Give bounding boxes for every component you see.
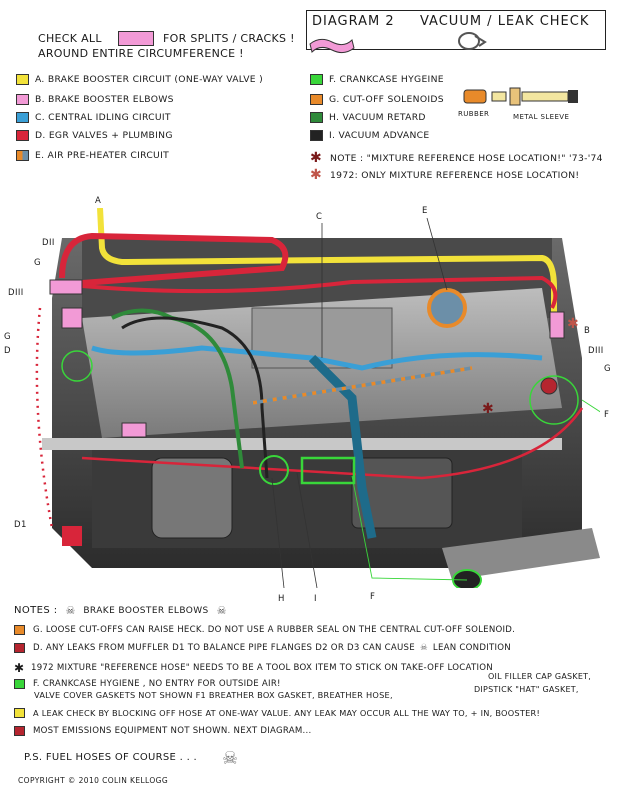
sleeve-illustration	[463, 87, 578, 106]
check-text-1: CHECK ALL	[38, 32, 102, 45]
skull-icon: ☠	[419, 643, 428, 653]
clamp-icon	[458, 32, 487, 50]
label-d3-left: DIII	[8, 288, 24, 298]
note-emissions: MOST EMISSIONS EQUIPMENT NOT SHOWN. NEXT…	[14, 726, 312, 736]
label-g-left: G	[4, 332, 11, 342]
pink-swatch	[118, 31, 154, 46]
legend-swatch	[16, 112, 29, 123]
star-icon: ✱	[310, 167, 323, 183]
note-swatch	[14, 726, 25, 736]
note-d: D. ANY LEAKS FROM MUFFLER D1 TO BALANCE …	[14, 643, 511, 653]
label-d3-right: DIII	[588, 346, 604, 356]
legend-d: D. EGR VALVES + PLUMBING	[16, 130, 173, 141]
pink-hose-icon	[309, 38, 355, 54]
svg-text:✱: ✱	[567, 316, 579, 332]
skull-icon: ☠	[222, 748, 239, 769]
legend-swatch	[310, 112, 323, 123]
note-g: G. LOOSE CUT-OFFS CAN RAISE HECK. DO NOT…	[14, 625, 515, 635]
label-g-top-left: G	[34, 258, 41, 268]
rubber-label: RUBBER	[458, 110, 490, 118]
legend-b: B. BRAKE BOOSTER ELBOWS	[16, 94, 174, 105]
note-star: ✱ 1972 MIXTURE "REFERENCE HOSE" NEEDS TO…	[14, 661, 493, 675]
legend-swatch	[16, 74, 29, 85]
legend-h: H. VACUUM RETARD	[310, 112, 426, 123]
star-note-1: ✱ NOTE : "MIXTURE REFERENCE HOSE LOCATIO…	[310, 150, 603, 166]
ps-line: P.S. FUEL HOSES OF COURSE . . .	[24, 752, 198, 763]
copyright: COPYRIGHT © 2010 COLIN KELLOGG	[18, 776, 169, 785]
label-d-left: D	[4, 346, 11, 356]
svg-text:✱: ✱	[482, 401, 494, 417]
note-swatch	[14, 679, 25, 689]
check-text-2: FOR SPLITS / CRACKS !	[163, 32, 295, 45]
metal-sleeve-label: METAL SLEEVE	[513, 113, 570, 121]
legend-swatch	[310, 94, 323, 105]
engine-photo: ✱ ✱	[35, 208, 600, 588]
legend-swatch	[310, 74, 323, 85]
legend-a: A. BRAKE BOOSTER CIRCUIT (ONE-WAY VALVE …	[16, 74, 263, 85]
label-d2: DII	[42, 238, 55, 248]
check-text-3: AROUND ENTIRE CIRCUMFERENCE !	[38, 47, 244, 60]
label-a: A	[95, 196, 102, 206]
star-note-2: ✱ 1972: ONLY MIXTURE REFERENCE HOSE LOCA…	[310, 167, 580, 183]
legend-c: C. CENTRAL IDLING CIRCUIT	[16, 112, 171, 123]
asterisk-icon: ✱	[14, 661, 25, 675]
label-e: E	[422, 206, 428, 216]
label-g-right: G	[604, 364, 611, 374]
skull-icon: ☠	[65, 604, 76, 617]
label-c: C	[316, 212, 323, 222]
legend-swatch	[16, 94, 29, 105]
label-b-right: B	[584, 326, 591, 336]
legend-f: F. CRANKCASE HYGEINE	[310, 74, 444, 85]
note-f-extra-bottom: DIPSTICK "HAT" GASKET,	[474, 685, 579, 694]
title-box	[306, 10, 606, 50]
legend-g: G. CUT-OFF SOLENOIDS	[310, 94, 444, 105]
legend-swatch	[16, 150, 29, 161]
note-f-extra-top: OIL FILLER CAP GASKET,	[488, 672, 592, 681]
note-swatch	[14, 625, 25, 635]
note-swatch	[14, 643, 25, 653]
notes-heading: NOTES : ☠ BRAKE BOOSTER ELBOWS ☠	[14, 604, 227, 617]
label-d1: D1	[14, 520, 27, 530]
star-icon: ✱	[310, 150, 323, 166]
note-f: F. CRANKCASE HYGIENE , NO ENTRY FOR OUTS…	[14, 679, 281, 689]
legend-i: I. VACUUM ADVANCE	[310, 130, 429, 141]
legend-e: E. AIR PRE-HEATER CIRCUIT	[16, 150, 169, 161]
label-f-bottom: F	[370, 592, 376, 602]
label-f-right: F	[604, 410, 610, 420]
note-swatch	[14, 708, 25, 718]
note-a: A LEAK CHECK BY BLOCKING OFF HOSE AT ONE…	[14, 708, 540, 718]
label-i: I	[314, 594, 317, 604]
note-f-detail: VALVE COVER GASKETS NOT SHOWN F1 BREATHE…	[34, 690, 393, 700]
label-h: H	[278, 594, 285, 604]
legend-swatch	[16, 130, 29, 141]
diagram-title: DIAGRAM 2	[312, 14, 395, 29]
skull-icon: ☠	[216, 604, 227, 617]
diagram-subtitle: VACUUM / LEAK CHECK	[420, 14, 590, 29]
legend-swatch	[310, 130, 323, 141]
